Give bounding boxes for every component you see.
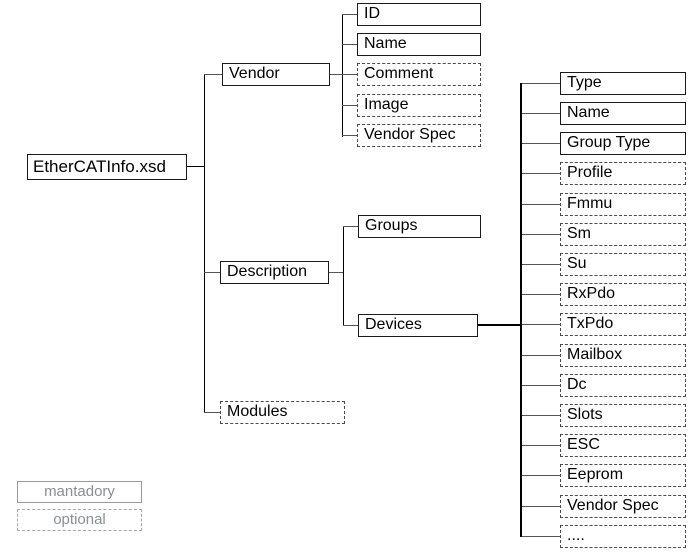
node-device-name: Name (560, 102, 686, 125)
connector-line (522, 324, 560, 325)
connector-line (522, 204, 560, 205)
node-description: Description (220, 261, 329, 284)
node-comment: Comment (357, 63, 481, 86)
root-connector-line (187, 166, 205, 167)
node-dc: Dc (560, 374, 686, 397)
legend-mandatory: mantadory (17, 481, 142, 503)
devices-connector-line (478, 324, 520, 326)
connector-line (522, 173, 560, 174)
left-spine-line (204, 74, 205, 413)
connector-line (522, 234, 560, 235)
connector-line (522, 113, 560, 114)
connector-line (522, 264, 560, 265)
node-name: Name (357, 33, 481, 56)
connector-line (522, 536, 560, 537)
connector-line (342, 14, 357, 15)
vendor-children-spine-line (342, 14, 343, 137)
node-vendor-spec: Vendor Spec (357, 124, 481, 147)
node-groups: Groups (358, 215, 481, 238)
node-id: ID (357, 3, 481, 26)
devices-children-spine-line (520, 83, 522, 537)
node-mailbox: Mailbox (560, 344, 686, 367)
connector-line (342, 105, 357, 106)
connector-line (342, 135, 357, 136)
connector-line (522, 143, 560, 144)
node-image: Image (357, 94, 481, 117)
connector-line (330, 74, 342, 75)
connector-line (343, 226, 358, 227)
node-devices: Devices (358, 314, 478, 337)
node-txpdo: TxPdo (560, 313, 686, 336)
node-fmmu: Fmmu (560, 193, 686, 216)
connector-line (329, 272, 343, 273)
node-su: Su (560, 253, 686, 276)
connector-line (522, 294, 560, 295)
connector-line (522, 445, 560, 446)
connector-line (204, 74, 222, 75)
node-eeprom: Eeprom (560, 464, 686, 487)
connector-line (204, 272, 223, 273)
connector-line (522, 385, 560, 386)
node-sm: Sm (560, 223, 686, 246)
connector-line (343, 325, 358, 326)
node-esc: ESC (560, 434, 686, 457)
connector-line (342, 74, 357, 75)
connector-line (522, 475, 560, 476)
description-children-spine-line (343, 226, 344, 326)
node-modules: Modules (220, 401, 345, 424)
node-ethercatinfo-xsd: EtherCATInfo.xsd (27, 154, 187, 180)
node-type: Type (560, 72, 686, 95)
node-device-vendor-spec: Vendor Spec (560, 495, 686, 518)
node-ellipsis: .... (560, 525, 686, 548)
connector-line (522, 355, 560, 356)
node-slots: Slots (560, 404, 686, 427)
node-vendor: Vendor (222, 63, 330, 86)
connector-line (522, 83, 560, 84)
node-profile: Profile (560, 162, 686, 185)
legend-optional: optional (17, 509, 142, 531)
node-rxpdo: RxPdo (560, 283, 686, 306)
node-group-type: Group Type (560, 132, 686, 155)
connector-line (522, 415, 560, 416)
connector-line (342, 44, 357, 45)
connector-line (204, 412, 220, 413)
connector-line (522, 506, 560, 507)
